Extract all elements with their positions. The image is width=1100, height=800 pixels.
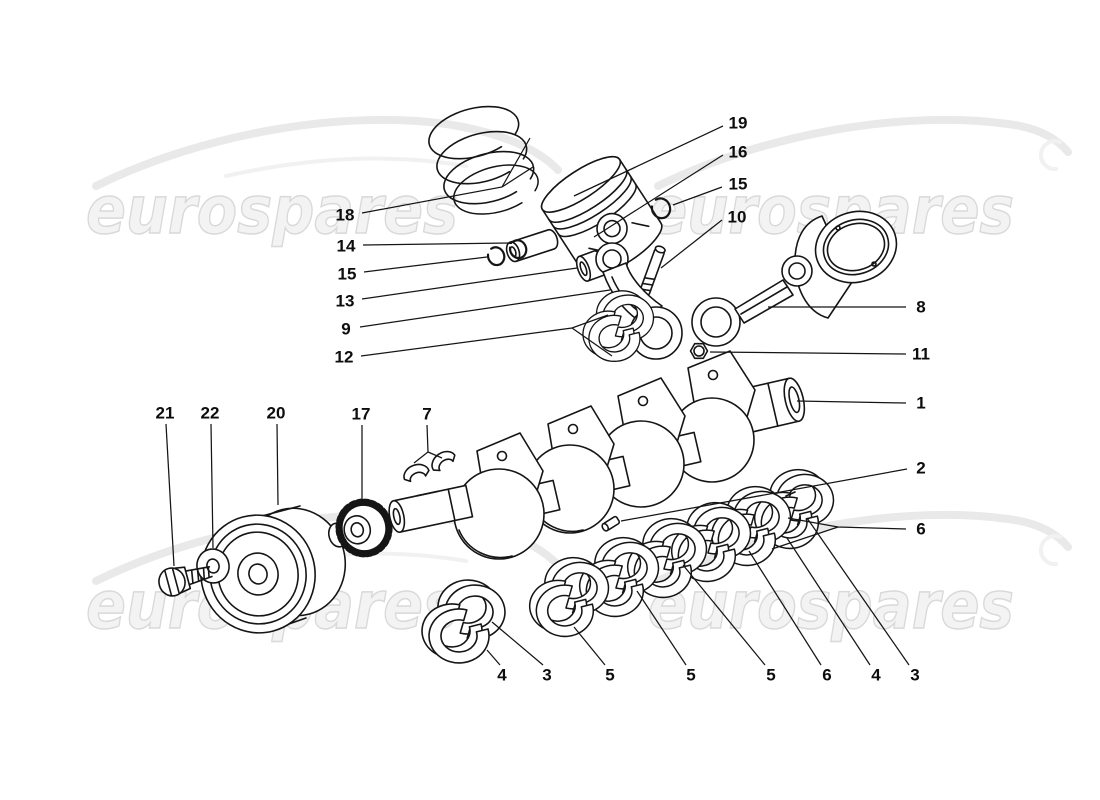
part-label-5-22: 5 [605, 666, 614, 685]
main-bearing-pair [530, 558, 609, 637]
part-label-10-9: 10 [728, 208, 747, 227]
part-label-9-4: 9 [341, 320, 350, 339]
leader-line-part-19 [573, 125, 724, 197]
part-label-14-1: 14 [337, 237, 356, 256]
part-label-18-0: 18 [336, 206, 355, 225]
leader-line-part-15 [672, 186, 723, 206]
connecting-rod-2 [691, 255, 813, 347]
part-label-5-23: 5 [686, 666, 695, 685]
leader-line-part-7 [413, 424, 429, 464]
leader-line-part-16 [593, 154, 724, 238]
part-label-17-18: 17 [352, 405, 371, 424]
leader-line-part-1 [796, 400, 907, 404]
leader-line-part-22 [210, 423, 214, 549]
pulley-bolt [158, 566, 213, 597]
part-label-2-13: 2 [916, 459, 925, 478]
part-label-15-8: 15 [729, 175, 748, 194]
part-label-21-15: 21 [156, 404, 175, 423]
crankshaft [388, 350, 806, 560]
circlip [508, 239, 528, 260]
part-label-19-6: 19 [729, 114, 748, 133]
big-end-nut [689, 342, 709, 360]
crank-nose [388, 484, 474, 534]
leader-line-part-3 [806, 517, 910, 666]
leader-line-part-9 [359, 289, 611, 328]
part-label-3-21: 3 [542, 666, 551, 685]
leader-line-part-13 [361, 267, 578, 300]
watermark-text: eurospares [86, 172, 458, 249]
part-label-20-17: 20 [267, 404, 286, 423]
part-label-13-3: 13 [336, 292, 355, 311]
part-label-5-24: 5 [766, 666, 775, 685]
leader-line-part-6 [771, 526, 839, 550]
leader-line-part-5 [636, 590, 687, 666]
timing-gear [335, 498, 393, 558]
part-label-7-19: 7 [422, 405, 431, 424]
part-label-15-2: 15 [338, 265, 357, 284]
leader-line-part-5 [682, 564, 766, 666]
leader-line-part-3 [491, 621, 544, 666]
leader-line-part-4 [486, 649, 501, 666]
leader-line-part-5 [573, 626, 606, 666]
part-label-8-10: 8 [916, 298, 925, 317]
leader-line-part-18 [501, 166, 534, 188]
leader-line-part-2 [620, 468, 908, 522]
circlip [650, 197, 672, 220]
part-label-1-12: 1 [916, 394, 925, 413]
leader-line-part-11 [709, 351, 907, 355]
part-label-22-16: 22 [201, 404, 220, 423]
leader-line-part-10 [660, 219, 723, 269]
part-label-3-27: 3 [910, 666, 919, 685]
leader-line-part-21 [165, 423, 175, 567]
damper-pulley [200, 505, 349, 634]
watermark-swoosh-echo [1038, 534, 1062, 567]
part-label-11-11: 11 [912, 345, 930, 364]
rod-bolt [639, 245, 666, 297]
leader-line-part-20 [276, 423, 279, 506]
leader-line-part-6 [748, 550, 822, 666]
watermark-swoosh [654, 115, 1072, 190]
dowel-peg [601, 515, 621, 532]
leader-line-part-7 [427, 451, 443, 459]
part-label-4-26: 4 [871, 666, 881, 685]
watermark-swoosh-echo [224, 156, 468, 178]
watermark-swoosh-echo [1038, 139, 1062, 172]
leader-line-part-12 [571, 327, 613, 357]
part-label-6-14: 6 [916, 520, 925, 539]
leader-line-part-14 [362, 242, 513, 246]
leader-line-part-15 [363, 256, 488, 273]
part-label-16-7: 16 [729, 143, 748, 162]
leader-line-part-4 [786, 537, 871, 666]
part-label-4-20: 4 [497, 666, 507, 685]
gudgeon-pin [505, 228, 559, 263]
part-label-12-5: 12 [335, 348, 354, 367]
part-label-6-25: 6 [822, 666, 831, 685]
circlip [486, 246, 506, 267]
